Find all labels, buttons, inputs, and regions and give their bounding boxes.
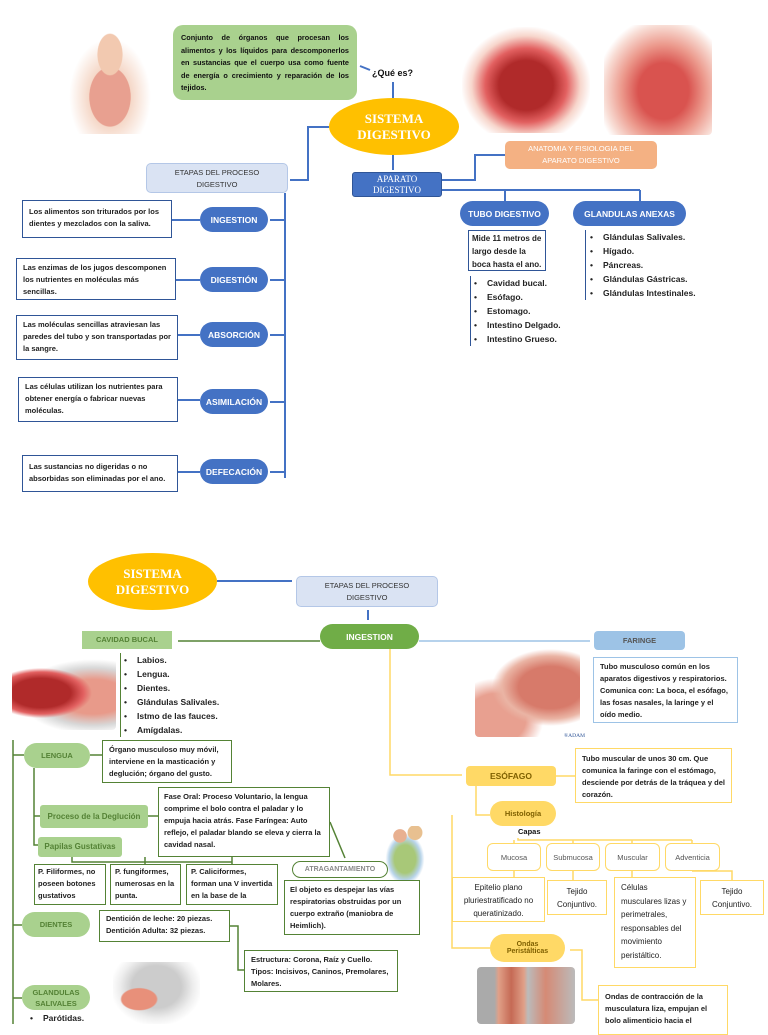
esofago-pill: ESÓFAGO (466, 766, 556, 786)
glandulas-salivales-pill: GLANDULAS SALIVALES (22, 985, 90, 1010)
heimlich-illustration (380, 826, 430, 881)
faringe-box: FARINGE (594, 631, 685, 650)
cavidad-bucal-box: CAVIDAD BUCAL (82, 631, 172, 649)
list-item: Intestino Grueso. (474, 332, 561, 346)
deglucion-description: Fase Oral: Proceso Voluntario, la lengua… (158, 787, 330, 857)
glandulas-anexas-pill: GLANDULAS ANEXAS (573, 201, 686, 226)
ondas-description: Ondas de contracción de la musculatura l… (598, 985, 728, 1035)
etapas-header-2: ETAPAS DEL PROCESO DIGESTIVO (296, 576, 438, 607)
layer-mucosa: Mucosa (487, 843, 541, 871)
que-es-label: ¿Qué es? (372, 68, 414, 78)
main-title-ellipse: SISTEMA DIGESTIVO (329, 98, 459, 155)
main-title-ellipse-2: SISTEMA DIGESTIVO (88, 553, 217, 610)
layer-submucosa: Submucosa (546, 843, 600, 871)
list-item: Hígado. (590, 244, 696, 258)
atragantamiento-description: El objeto es despejar las vías respirato… (284, 880, 420, 935)
list-item: Dientes. (124, 681, 219, 695)
cavidad-list: Labios. Lengua. Dientes. Glándulas Saliv… (120, 653, 219, 737)
layer-description: Epitelio plano pluriestratificado no que… (452, 877, 545, 922)
adam-logo: ®ADAM (564, 733, 585, 739)
list-item: Glándulas Gástricas. (590, 272, 696, 286)
papilas-box: Papilas Gustativas (38, 837, 122, 857)
salivales-list: Parótidas. (30, 1011, 84, 1025)
etapas-header: ETAPAS DEL PROCESO DIGESTIVO (146, 163, 288, 193)
list-item: Esófago. (474, 290, 561, 304)
list-item: Cavidad bucal. (474, 276, 561, 290)
list-item: Páncreas. (590, 258, 696, 272)
dientes-pill: DIENTES (22, 912, 90, 937)
stomach-illustration (604, 25, 712, 135)
stage-description: Las enzimas de los jugos descomponen los… (16, 258, 176, 300)
mouth-anatomy-illustration (12, 656, 116, 730)
lengua-pill: LENGUA (24, 743, 90, 768)
stage-digestion: DIGESTIÓN (200, 267, 268, 292)
definition-text: Conjunto de órganos que procesan los ali… (181, 33, 349, 92)
tubo-description: Mide 11 metros de largo desde la boca ha… (468, 230, 546, 271)
list-item: Lengua. (124, 667, 219, 681)
stage-description: Las moléculas sencillas atraviesan las p… (16, 315, 178, 360)
stage-ingestion: INGESTION (200, 207, 268, 232)
dientes-estructura: Estructura: Corona, Raíz y Cuello. Tipos… (244, 950, 398, 992)
aparato-digestivo-box: APARATO DIGESTIVO (352, 172, 442, 197)
list-item: Istmo de las fauces. (124, 709, 219, 723)
glandulas-list: Glándulas Salivales. Hígado. Páncreas. G… (585, 230, 696, 300)
ingestion-pill: INGESTION (320, 624, 419, 649)
stage-asimilacion: ASIMILACIÓN (200, 389, 268, 414)
histologia-pill: Histología (490, 801, 556, 826)
layer-description: Células musculares lizas y perimetrales,… (614, 877, 696, 968)
list-item: Glándulas Salivales. (590, 230, 696, 244)
ondas-pill: Ondas Peristálticas (490, 934, 565, 962)
list-item: Estomago. (474, 304, 561, 318)
definition-box: Conjunto de órganos que procesan los ali… (173, 25, 357, 100)
atragantamiento-pill: ATRAGANTAMIENTO (292, 861, 388, 878)
stage-defecacion: DEFECACIÓN (200, 459, 268, 484)
salivary-glands-illustration (113, 962, 200, 1024)
layer-description: Tejido Conjuntivo. (700, 880, 764, 915)
tubo-list: Cavidad bucal. Esófago. Estomago. Intest… (470, 276, 561, 346)
lengua-description: Órgano musculoso muy móvil, interviene e… (102, 740, 232, 783)
stage-description: Los alimentos son triturados por los die… (22, 200, 172, 238)
digestive-system-illustration (62, 28, 158, 134)
stage-absorcion: ABSORCIÓN (200, 322, 268, 347)
pharynx-illustration (475, 647, 580, 737)
esofago-description: Tubo muscular de unos 30 cm. Que comunic… (575, 748, 732, 803)
tubo-digestivo-pill: TUBO DIGESTIVO (460, 201, 549, 226)
dientes-description: Dentición de leche: 20 piezas. Dentición… (99, 910, 230, 942)
list-item: Intestino Delgado. (474, 318, 561, 332)
list-item: Glándulas Intestinales. (590, 286, 696, 300)
faringe-description: Tubo musculoso común en los aparatos dig… (593, 657, 738, 723)
list-item: Amígdalas. (124, 723, 219, 737)
list-item: Parótidas. (30, 1011, 84, 1025)
papila-description: P. fungiformes, numerosas en la punta. (110, 864, 181, 905)
papila-description: P. Caliciformes, forman una V invertida … (186, 864, 278, 905)
list-item: Labios. (124, 653, 219, 667)
layer-description: Tejido Conjuntivo. (547, 880, 607, 915)
mouth-illustration (462, 27, 590, 133)
anatomia-box: ANATOMIA Y FISIOLOGIA DEL APARATO DIGEST… (505, 141, 657, 169)
layer-muscular: Muscular (605, 843, 660, 871)
peristalsis-illustration (477, 967, 575, 1024)
deglucion-box: Proceso de la Deglución (40, 805, 148, 828)
stage-description: Las sustancias no digeridas o no absorbi… (22, 455, 178, 492)
layer-adventicia: Adventicia (665, 843, 720, 871)
list-item: Glándulas Salivales. (124, 695, 219, 709)
capas-label: Capas (518, 827, 541, 836)
papila-description: P. Filiformes, no poseen botones gustati… (34, 864, 106, 905)
stage-description: Las células utilizan los nutrientes para… (18, 377, 178, 422)
